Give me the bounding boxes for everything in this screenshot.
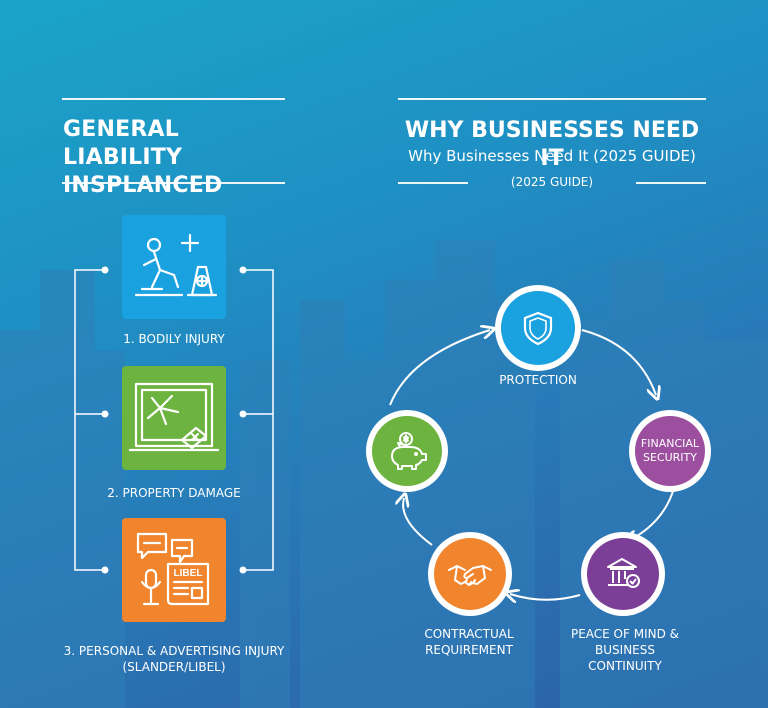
peace-of-mind-label-line-3: CONTINUITY bbox=[588, 659, 662, 673]
libel-badge-text: LIBEL bbox=[174, 568, 203, 579]
speech-microphone-newspaper-icon: LIBEL bbox=[136, 532, 210, 606]
contractual-requirement-label: CONTRACTUAL REQUIREMENT bbox=[402, 626, 536, 658]
right-title-top-rule bbox=[398, 98, 706, 100]
financial-security-label-line-2: SECURITY bbox=[642, 451, 697, 464]
bodily-injury-tile bbox=[122, 215, 226, 319]
left-title-line-2: INSPLANCED bbox=[63, 173, 223, 198]
contractual-requirement-node bbox=[428, 532, 512, 616]
bank-check-icon bbox=[607, 558, 640, 588]
left-title-top-rule bbox=[62, 98, 285, 100]
left-title: GENERAL LIABILITY INSPLANCED bbox=[63, 116, 303, 200]
personal-advertising-injury-label-line-1: 3. PERSONAL & ADVERTISING INJURY bbox=[63, 644, 285, 658]
protection-label: PROTECTION bbox=[499, 373, 577, 387]
property-damage-tile bbox=[122, 366, 226, 470]
property-damage-label: 2. PROPERTY DAMAGE bbox=[107, 486, 241, 500]
personal-advertising-injury-label-line-2: (SLANDER/LIBEL) bbox=[122, 660, 226, 674]
personal-advertising-injury-tile: LIBEL bbox=[122, 518, 226, 622]
handshake-icon bbox=[448, 565, 492, 586]
bodily-injury-label: 1. BODILY INJURY bbox=[123, 332, 225, 346]
contractual-requirement-label-line-1: CONTRACTUAL bbox=[424, 627, 514, 641]
savings-node bbox=[366, 410, 448, 492]
left-title-line-1: GENERAL LIABILITY bbox=[63, 117, 183, 170]
right-title: WHY BUSINESSES NEED IT bbox=[404, 118, 700, 171]
piggy-bank-icon bbox=[391, 432, 427, 470]
peace-of-mind-node bbox=[581, 532, 665, 616]
right-small-rule-right bbox=[636, 182, 706, 184]
left-title-bottom-rule bbox=[62, 182, 285, 184]
contractual-requirement-label-line-2: REQUIREMENT bbox=[425, 643, 513, 657]
shield-icon bbox=[523, 311, 553, 346]
financial-security-node: FINANCIAL SECURITY bbox=[629, 410, 711, 492]
right-small-subtitle: (2025 GUIDE) bbox=[510, 175, 594, 189]
peace-of-mind-label-line-1: PEACE OF MIND & bbox=[570, 627, 680, 641]
financial-security-label-line-1: FINANCIAL bbox=[640, 437, 700, 450]
right-small-rule-left bbox=[398, 182, 468, 184]
personal-advertising-injury-label: 3. PERSONAL & ADVERTISING INJURY (SLANDE… bbox=[40, 643, 308, 675]
broken-window-icon bbox=[128, 382, 220, 452]
peace-of-mind-label: PEACE OF MIND & BUSINESS CONTINUITY bbox=[558, 626, 692, 674]
protection-node bbox=[495, 285, 581, 371]
right-subtitle: Why Businesses Need It (2025 GUIDE) bbox=[408, 147, 696, 165]
bodily-injury-icon bbox=[134, 233, 218, 297]
peace-of-mind-label-line-2: BUSINESS bbox=[595, 643, 655, 657]
